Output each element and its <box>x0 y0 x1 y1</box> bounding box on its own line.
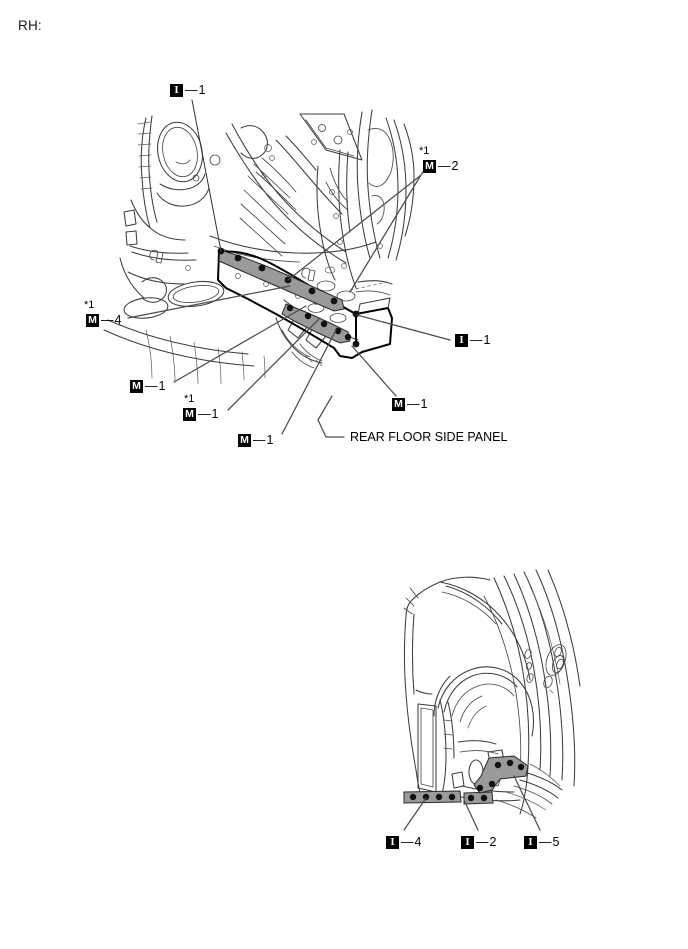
callout-dash: — <box>539 835 552 850</box>
callout-m-1-mid[interactable]: M — 1 <box>183 408 218 421</box>
callout-dash: — <box>438 159 451 174</box>
chip-icon-i: I <box>524 836 537 849</box>
leader-lines-lower <box>403 775 541 831</box>
callout-number: 1 <box>266 433 274 448</box>
weld-strip-upper-lower <box>281 303 351 344</box>
chip-icon-m: M <box>130 380 143 393</box>
callout-i-5[interactable]: I — 5 <box>524 836 559 849</box>
callout-number: 2 <box>489 835 497 850</box>
star-note-m-1-mid: *1 <box>184 393 195 405</box>
callout-m-4[interactable]: M — 4 <box>86 314 121 327</box>
leader-lines-upper <box>127 99 451 438</box>
chip-icon-i: I <box>386 836 399 849</box>
callout-i-1-top[interactable]: I — 1 <box>170 84 205 97</box>
weld-points-upper <box>217 247 360 348</box>
weld-strip-upper-main <box>218 249 345 312</box>
weld-points-lower <box>409 759 525 802</box>
weld-strip-lower-brace <box>473 755 529 794</box>
callout-number: 1 <box>158 379 166 394</box>
star-note-m-2: *1 <box>419 145 430 157</box>
callout-m-2[interactable]: M — 2 <box>423 160 458 173</box>
callout-dash: — <box>198 407 211 422</box>
callout-m-1-lower[interactable]: M — 1 <box>238 434 273 447</box>
weld-strip-lower-rear-1 <box>463 791 494 805</box>
callout-dash: — <box>253 433 266 448</box>
callout-i-1-right[interactable]: I — 1 <box>455 334 490 347</box>
callout-number: 2 <box>451 159 459 174</box>
callout-i-4[interactable]: I — 4 <box>386 836 421 849</box>
callout-m-1-right[interactable]: M — 1 <box>392 398 427 411</box>
callout-dash: — <box>185 83 198 98</box>
weld-strip-lower-rocker <box>403 790 462 804</box>
callout-m-1-left[interactable]: M — 1 <box>130 380 165 393</box>
callout-number: 1 <box>198 83 206 98</box>
chip-icon-m: M <box>238 434 251 447</box>
rear-floor-side-panel-label: REAR FLOOR SIDE PANEL <box>350 430 508 444</box>
callout-dash: — <box>145 379 158 394</box>
callout-number: 1 <box>420 397 428 412</box>
chip-icon-m: M <box>392 398 405 411</box>
callout-number: 4 <box>414 835 422 850</box>
callout-dash: — <box>101 313 114 328</box>
lower-figure-lineart <box>403 569 581 831</box>
chip-icon-i: I <box>455 334 468 347</box>
callout-dash: — <box>476 835 489 850</box>
chip-icon-m: M <box>423 160 436 173</box>
callout-dash: — <box>401 835 414 850</box>
callout-i-2[interactable]: I — 2 <box>461 836 496 849</box>
chip-icon-m: M <box>183 408 196 421</box>
chip-icon-m: M <box>86 314 99 327</box>
chip-icon-i: I <box>170 84 183 97</box>
callout-dash: — <box>407 397 420 412</box>
callout-dash: — <box>470 333 483 348</box>
callout-number: 5 <box>552 835 560 850</box>
star-note-m-4: *1 <box>84 299 95 311</box>
callout-number: 4 <box>114 313 122 328</box>
page-title: RH: <box>18 18 42 33</box>
callout-number: 1 <box>483 333 491 348</box>
chip-icon-i: I <box>461 836 474 849</box>
callout-number: 1 <box>211 407 219 422</box>
